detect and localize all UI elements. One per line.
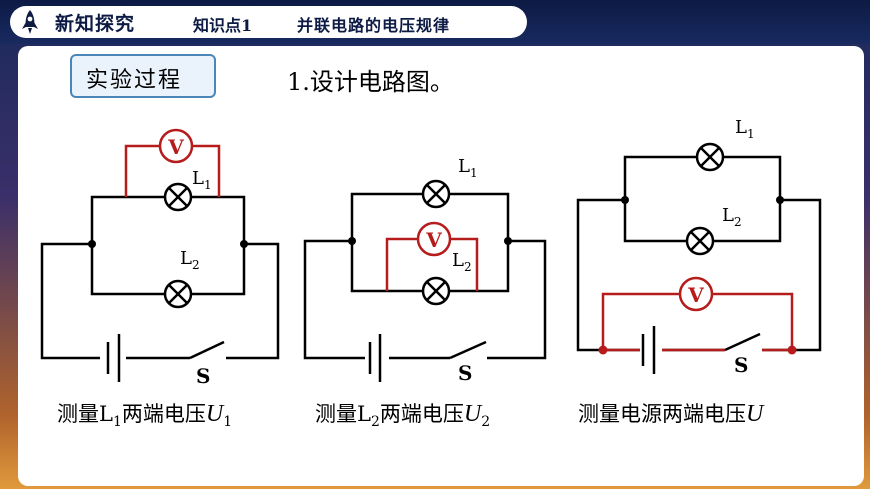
voltmeter-label: V [687, 283, 704, 307]
lamp-l1-icon [695, 142, 725, 172]
lamp-l2-icon [421, 276, 451, 306]
voltmeter-label: V [425, 228, 442, 252]
lamp-l1-label: L1 [458, 156, 478, 180]
content-card [18, 46, 864, 486]
caption-1: 测量L1两端电压U1 [57, 401, 233, 431]
switch-label: S [196, 364, 210, 388]
switch-label: S [458, 361, 472, 385]
rocket-icon [22, 10, 38, 34]
knowledge-point-topic: 并联电路的电压规律 [297, 16, 451, 35]
switch-label: S [734, 353, 748, 377]
junction-dot [504, 237, 512, 245]
caption-3: 测量电源两端电压U [578, 401, 764, 427]
experiment-process-label: 实验过程 [86, 68, 183, 93]
section-title: 新知探究 [55, 13, 136, 35]
title-pill [10, 6, 527, 38]
voltmeter-icon: V [416, 221, 452, 257]
voltmeter-label: V [167, 135, 184, 159]
knowledge-point-label: 知识点1 [193, 16, 253, 35]
step-heading: 1.设计电路图。 [287, 68, 454, 96]
junction-dot [240, 240, 248, 248]
junction-dot [787, 345, 797, 355]
lamp-l1-icon [163, 182, 193, 212]
experiment-process-tag: 实验过程 [70, 54, 216, 98]
junction-dot [88, 240, 96, 248]
circuit-3 [576, 155, 822, 374]
caption-2: 测量L2两端电压U2 [315, 401, 491, 431]
voltmeter-icon: V [158, 128, 194, 164]
voltmeter-icon: V [678, 276, 714, 312]
lamp-l1-label: L1 [192, 168, 212, 192]
lamp-l2-icon [163, 279, 193, 309]
junction-dot [348, 237, 356, 245]
circuit-1 [40, 144, 280, 382]
lamp-l2-label: L2 [722, 205, 742, 229]
junction-dot [776, 196, 784, 204]
lamp-l1-label: L1 [735, 117, 755, 141]
lamp-l2-icon [685, 226, 715, 256]
lamp-l2-label: L2 [180, 248, 200, 272]
lamp-l1-icon [421, 179, 451, 209]
junction-dot [621, 196, 629, 204]
lamp-l2-label: L2 [452, 250, 472, 274]
junction-dot [598, 345, 608, 355]
